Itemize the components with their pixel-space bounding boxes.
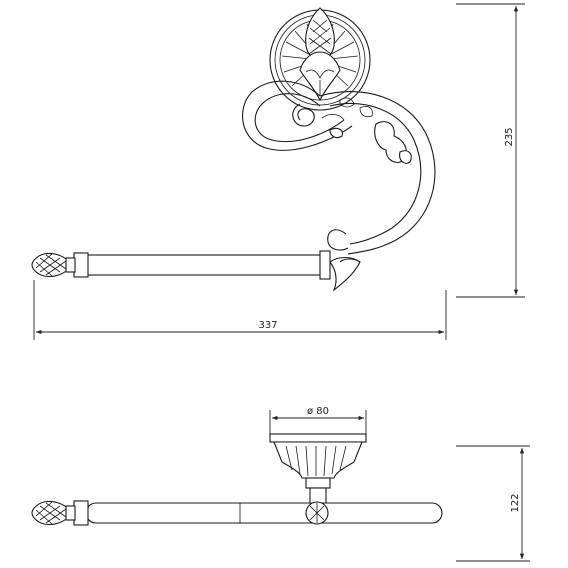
dimension-width: 337 bbox=[33, 280, 447, 340]
top-view bbox=[31, 433, 443, 526]
front-view bbox=[31, 7, 436, 292]
top-view-bar bbox=[31, 500, 443, 526]
dimension-height-label: 235 bbox=[504, 127, 515, 146]
dimension-diameter-label: ø 80 bbox=[307, 406, 329, 417]
rosette-profile bbox=[269, 433, 367, 507]
wall-rosette bbox=[269, 7, 371, 111]
towel-bar bbox=[31, 250, 331, 280]
dimension-diameter: ø 80 bbox=[269, 406, 367, 434]
dimension-width-label: 337 bbox=[258, 320, 277, 331]
scroll-arm bbox=[241, 80, 436, 292]
dimension-depth-label: 122 bbox=[510, 493, 521, 512]
dimension-height: 235 bbox=[456, 3, 525, 298]
dimension-depth: 122 bbox=[456, 445, 530, 562]
